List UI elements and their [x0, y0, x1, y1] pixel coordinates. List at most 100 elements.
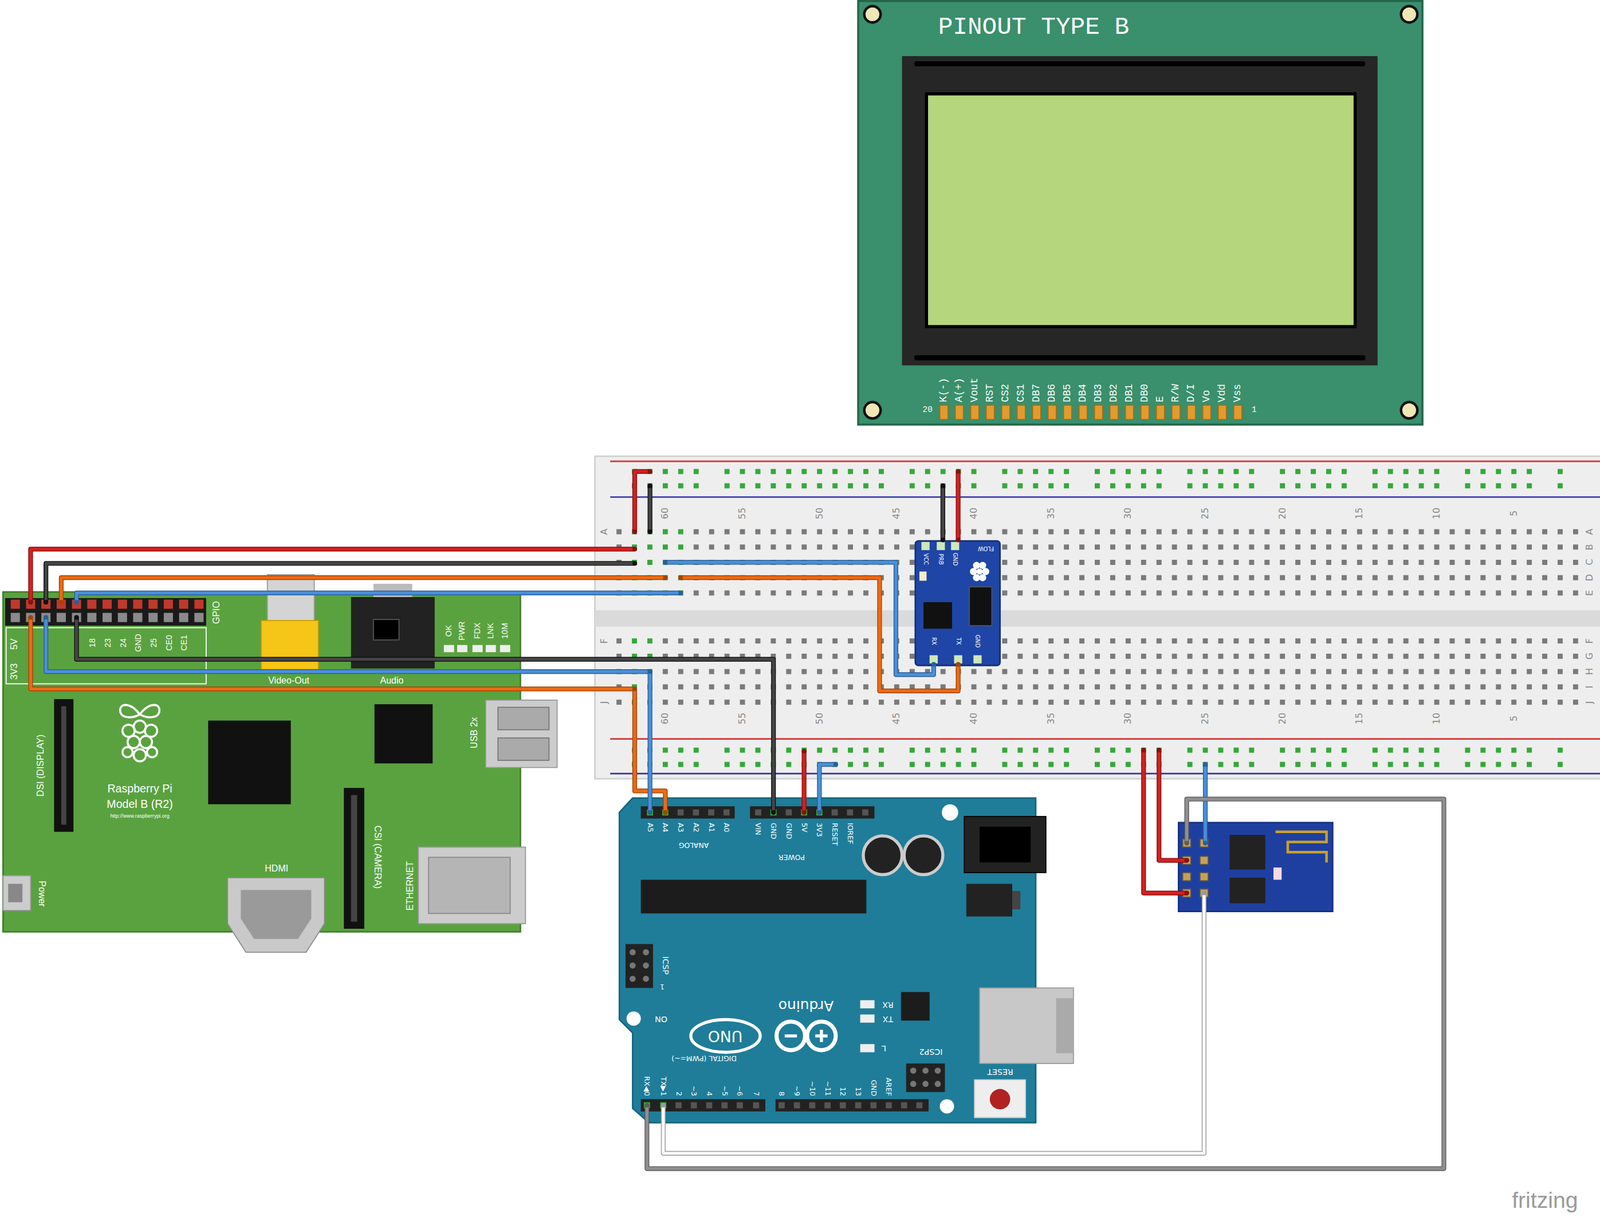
breadboard-hole [1094, 638, 1100, 644]
breadboard-hole [1279, 559, 1285, 565]
logo-symbol [819, 1029, 823, 1042]
breadboard-hole [1172, 529, 1178, 535]
breadboard-hole [1063, 683, 1069, 690]
breadboard-hole [616, 699, 622, 705]
breadboard-hole [755, 761, 761, 768]
breadboard-hole [1449, 638, 1455, 644]
breadboard-hole [1449, 559, 1455, 565]
breadboard-hole [1094, 683, 1100, 690]
breadboard-index: E [1584, 590, 1595, 596]
breadboard-hole [785, 683, 792, 690]
breadboard-hole [1110, 653, 1116, 659]
header-pin [87, 612, 97, 623]
breadboard-hole [940, 761, 946, 768]
breadboard-hole [1094, 575, 1100, 581]
board-label: A4 [661, 822, 670, 832]
header-strip [641, 1098, 766, 1111]
breadboard-hole [1310, 575, 1316, 581]
breadboard-hole [832, 683, 838, 690]
breadboard-hole [863, 747, 869, 753]
lcd-pin-pad [1032, 405, 1041, 420]
breadboard-hole [1217, 699, 1224, 705]
breadboard-hole [1434, 482, 1440, 489]
icsp-header [906, 1063, 946, 1092]
breadboard-hole [724, 747, 730, 753]
breadboard-hole [1032, 699, 1039, 705]
sensor-logo [979, 561, 986, 569]
breadboard-hole [1094, 559, 1100, 565]
breadboard-hole [785, 529, 792, 535]
wire-end [59, 599, 64, 605]
header-pin [862, 809, 869, 816]
breadboard-hole [1248, 544, 1254, 550]
breadboard-hole [1464, 653, 1470, 659]
wire-end [647, 810, 653, 815]
breadboard-hole [1063, 575, 1069, 581]
breadboard-hole [1203, 653, 1209, 659]
breadboard-hole [1372, 482, 1378, 489]
board-label: 4 [705, 1091, 714, 1096]
header-pin [736, 1102, 744, 1109]
wire-core [76, 617, 774, 813]
breadboard-hole [878, 482, 884, 489]
breadboard-hole [1110, 468, 1116, 474]
breadboard-hole [724, 529, 730, 535]
breadboard-hole [1063, 590, 1069, 596]
breadboard-hole [1048, 761, 1054, 768]
wire-end [632, 529, 638, 534]
lcd-pin-pad [1233, 405, 1242, 420]
breadboard-hole [1295, 482, 1301, 489]
breadboard-hole [1063, 653, 1069, 659]
breadboard-hole [1403, 669, 1409, 675]
breadboard-hole [925, 699, 931, 705]
breadboard-hole [1141, 638, 1147, 644]
sensor-led [919, 571, 927, 581]
header-pin [916, 1102, 923, 1109]
header-pin [194, 612, 204, 623]
breadboard-hole [1495, 653, 1501, 659]
breadboard-hole [1526, 468, 1532, 474]
breadboard-hole [1217, 653, 1224, 659]
lcd-pcb [858, 1, 1423, 425]
breadboard-hole [1233, 559, 1239, 565]
wire-end [662, 810, 668, 815]
wire [74, 615, 776, 815]
breadboard-hole [785, 653, 792, 659]
breadboard-hole [1017, 683, 1023, 690]
breadboard-hole [1526, 482, 1532, 489]
breadboard-hole [1357, 529, 1363, 535]
lcd-pin-pad [986, 405, 995, 420]
breadboard-hole [878, 747, 884, 753]
breadboard-hole [1418, 638, 1425, 644]
header-pin [148, 599, 158, 609]
breadboard-hole [1542, 575, 1548, 581]
breadboard-hole [1434, 544, 1440, 550]
breadboard-hole [1233, 638, 1239, 644]
breadboard-hole [1217, 590, 1224, 596]
breadboard-hole [940, 669, 946, 675]
header-pin [809, 1102, 816, 1109]
breadboard-hole [1511, 747, 1517, 753]
breadboard-hole [1434, 590, 1440, 596]
lcd-pin-label: K(-) [938, 377, 950, 403]
breadboard-hole [1079, 590, 1085, 596]
loose-wire [632, 469, 653, 534]
micro-usb-port [2, 875, 31, 911]
breadboard-hole [1295, 699, 1301, 705]
breadboard-hole [1418, 747, 1425, 753]
breadboard-hole [1295, 529, 1301, 535]
breadboard-hole [1017, 638, 1023, 644]
breadboard-hole [1217, 529, 1224, 535]
breadboard-hole [1495, 529, 1501, 535]
reset-button-base [974, 1079, 1026, 1118]
wire-core [1143, 749, 1187, 893]
breadboard-hole [1403, 653, 1409, 659]
breadboard-hole [971, 699, 977, 705]
breadboard-hole [1233, 699, 1239, 705]
breadboard-hole [1326, 669, 1332, 675]
wifi-antenna [1275, 831, 1327, 863]
breadboard-hole [1557, 653, 1563, 659]
breadboard-hole [1017, 653, 1023, 659]
breadboard-hole [1017, 699, 1023, 705]
